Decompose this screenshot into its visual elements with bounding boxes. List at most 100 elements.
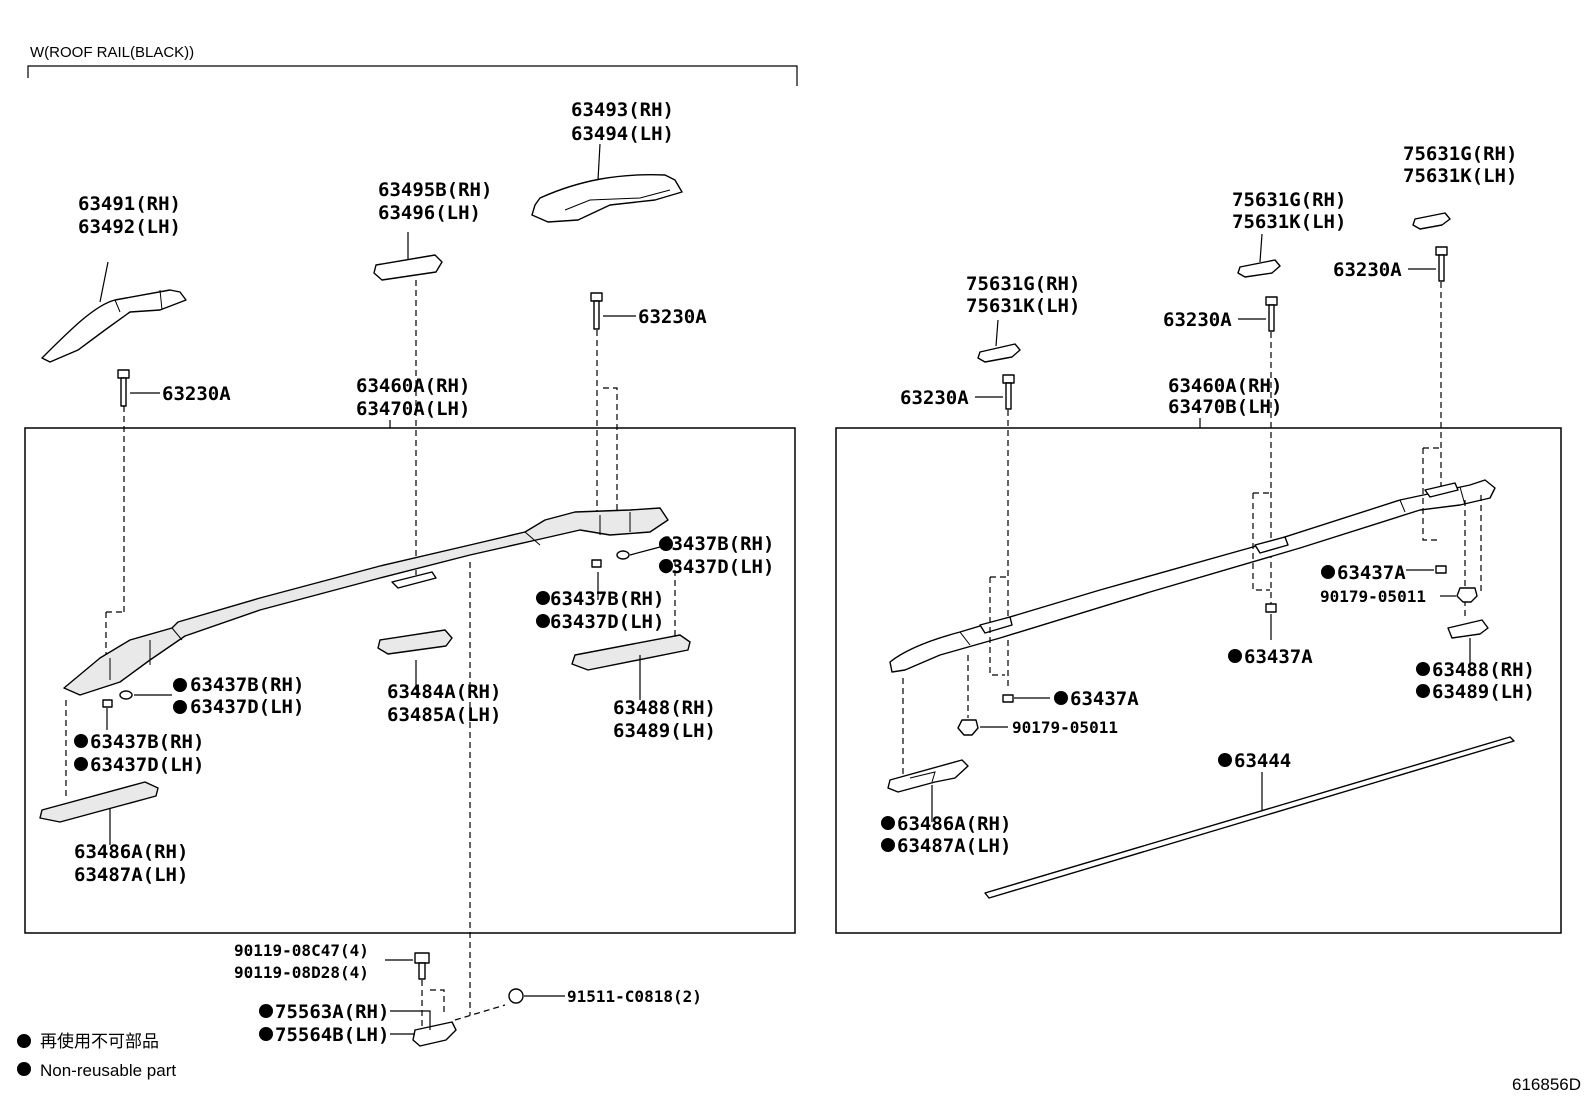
leader-cap2 bbox=[1259, 233, 1263, 263]
label-63488: 63488(RH) bbox=[613, 697, 716, 719]
legend-dot-en bbox=[17, 1062, 31, 1076]
label-c2-rh: 63437B(RH) bbox=[550, 588, 664, 610]
left-front-clips bbox=[102, 690, 133, 708]
dash-clip bbox=[454, 1004, 506, 1021]
left-cap-part bbox=[373, 254, 443, 281]
nonreusable-dot-c4rh bbox=[74, 734, 88, 748]
label-c1-rh: 63437B(RH) bbox=[660, 533, 774, 555]
dash-right-brackets bbox=[989, 447, 1482, 676]
label-bolt-08c47: 90119-08C47(4) bbox=[234, 941, 369, 960]
label-rclip2: 63437A bbox=[1244, 646, 1313, 668]
label-cap1-lh: 75631K(LH) bbox=[966, 295, 1080, 317]
label-cap2-rh: 75631G(RH) bbox=[1232, 189, 1346, 211]
dash-lower bbox=[421, 980, 445, 1030]
label-c2-lh: 63437D(LH) bbox=[550, 611, 664, 633]
label-cap3-lh: 75631K(LH) bbox=[1403, 165, 1517, 187]
label-right-rail-lh: 63470B(LH) bbox=[1168, 396, 1282, 418]
right-nut-1 bbox=[957, 719, 979, 736]
left-rear-pad-part bbox=[571, 634, 691, 671]
label-right-rail-rh: 63460A(RH) bbox=[1168, 375, 1282, 397]
left-bolt-a bbox=[117, 369, 130, 407]
label-63495b: 63495B(RH) bbox=[378, 179, 492, 201]
nonreusable-dot-75563a bbox=[259, 1004, 273, 1018]
left-end-cover-part bbox=[41, 289, 187, 363]
nonreusable-dot-c1rh bbox=[659, 537, 673, 551]
label-63489: 63489(LH) bbox=[613, 720, 716, 742]
label-63496: 63496(LH) bbox=[378, 202, 481, 224]
left-front-pad-part bbox=[39, 781, 159, 823]
label-63494: 63494(LH) bbox=[571, 123, 674, 145]
nonreusable-dot-rclip3 bbox=[1321, 565, 1335, 579]
right-cap-2-part bbox=[1237, 259, 1281, 278]
label-cap3-rh: 75631G(RH) bbox=[1403, 143, 1517, 165]
right-roof-rail-part bbox=[889, 479, 1496, 673]
left-rail-box bbox=[24, 427, 796, 934]
left-clip-rear bbox=[591, 550, 630, 568]
nonreusable-dot-rclip2 bbox=[1228, 649, 1242, 663]
label-c1-lh: 63437D(LH) bbox=[660, 556, 774, 578]
legend-dot-jp bbox=[17, 1034, 31, 1048]
label-rbolt3: 63230A bbox=[1333, 259, 1402, 281]
nonreusable-dot-r63487 bbox=[881, 838, 895, 852]
label-91511: 91511-C0818(2) bbox=[567, 987, 702, 1006]
label-rbolt1: 63230A bbox=[900, 387, 969, 409]
label-cap2-lh: 75631K(LH) bbox=[1232, 211, 1346, 233]
right-bolt-3 bbox=[1435, 246, 1448, 282]
nonreusable-dot-c3lh bbox=[173, 700, 187, 714]
diagram-id: 616856D bbox=[1512, 1075, 1581, 1094]
label-rbolt2: 63230A bbox=[1163, 309, 1232, 331]
nonreusable-dot-75564b bbox=[259, 1027, 273, 1041]
leader-cap1 bbox=[995, 319, 999, 347]
right-bolt-2 bbox=[1265, 296, 1278, 332]
dash-left-2 bbox=[596, 330, 618, 515]
left-bracket-part bbox=[412, 1021, 457, 1047]
label-63492: 63492(LH) bbox=[78, 216, 181, 238]
dash-left-1b bbox=[105, 611, 124, 655]
label-63493: 63493(RH) bbox=[571, 99, 674, 121]
right-rear-pad-part bbox=[1447, 619, 1489, 639]
label-rnut2: 90179-05011 bbox=[1320, 587, 1426, 606]
left-clip-91511 bbox=[508, 988, 524, 1004]
right-clip-2 bbox=[1265, 603, 1277, 613]
leader-63491 bbox=[99, 261, 109, 303]
label-63485: 63485A(LH) bbox=[387, 704, 501, 726]
left-roof-rail-part bbox=[63, 507, 669, 696]
label-r63486: 63486A(RH) bbox=[897, 813, 1011, 835]
leader-63493 bbox=[597, 143, 601, 181]
nonreusable-dot-c1lh bbox=[659, 559, 673, 573]
nonreusable-dot-c3rh bbox=[173, 678, 187, 692]
right-cap-3-part bbox=[1412, 212, 1451, 230]
left-mid-pad-part bbox=[377, 629, 453, 655]
label-75564b: 75564B(LH) bbox=[275, 1024, 389, 1046]
label-left-rail-rh: 63460A(RH) bbox=[356, 375, 470, 397]
label-bolt-b: 63230A bbox=[638, 306, 707, 328]
label-c4-rh: 63437B(RH) bbox=[90, 731, 204, 753]
nonreusable-dot-c2rh bbox=[536, 591, 550, 605]
nonreusable-dot-r63488 bbox=[1416, 662, 1430, 676]
label-63484: 63484A(RH) bbox=[387, 681, 501, 703]
right-clip-3 bbox=[1435, 565, 1447, 574]
right-cap-1-part bbox=[977, 343, 1021, 363]
nonreusable-dot-c4lh bbox=[74, 757, 88, 771]
label-63491: 63491(RH) bbox=[78, 193, 181, 215]
label-r63489: 63489(LH) bbox=[1432, 681, 1535, 703]
label-rclip1: 63437A bbox=[1070, 688, 1139, 710]
leader-bracket bbox=[390, 1010, 431, 1035]
left-bolt-b bbox=[590, 292, 603, 330]
label-bolt-a: 63230A bbox=[162, 383, 231, 405]
right-molding-part bbox=[984, 736, 1515, 899]
right-nut-2 bbox=[1456, 587, 1478, 603]
left-lower-bolt bbox=[414, 952, 430, 980]
label-rclip3: 63437A bbox=[1337, 562, 1406, 584]
label-r63488: 63488(RH) bbox=[1432, 659, 1535, 681]
label-bolt-08d28: 90119-08D28(4) bbox=[234, 963, 369, 982]
right-clip-1 bbox=[1002, 694, 1014, 703]
label-c3-rh: 63437B(RH) bbox=[190, 674, 304, 696]
label-rnut1: 90179-05011 bbox=[1012, 718, 1118, 737]
right-bolt-1 bbox=[1002, 374, 1015, 410]
diagram-title: W(ROOF RAIL(BLACK)) bbox=[30, 44, 194, 61]
right-rail-box bbox=[835, 427, 1562, 934]
label-r63487: 63487A(LH) bbox=[897, 835, 1011, 857]
label-63444: 63444 bbox=[1234, 750, 1291, 772]
nonreusable-dot-c2lh bbox=[536, 614, 550, 628]
